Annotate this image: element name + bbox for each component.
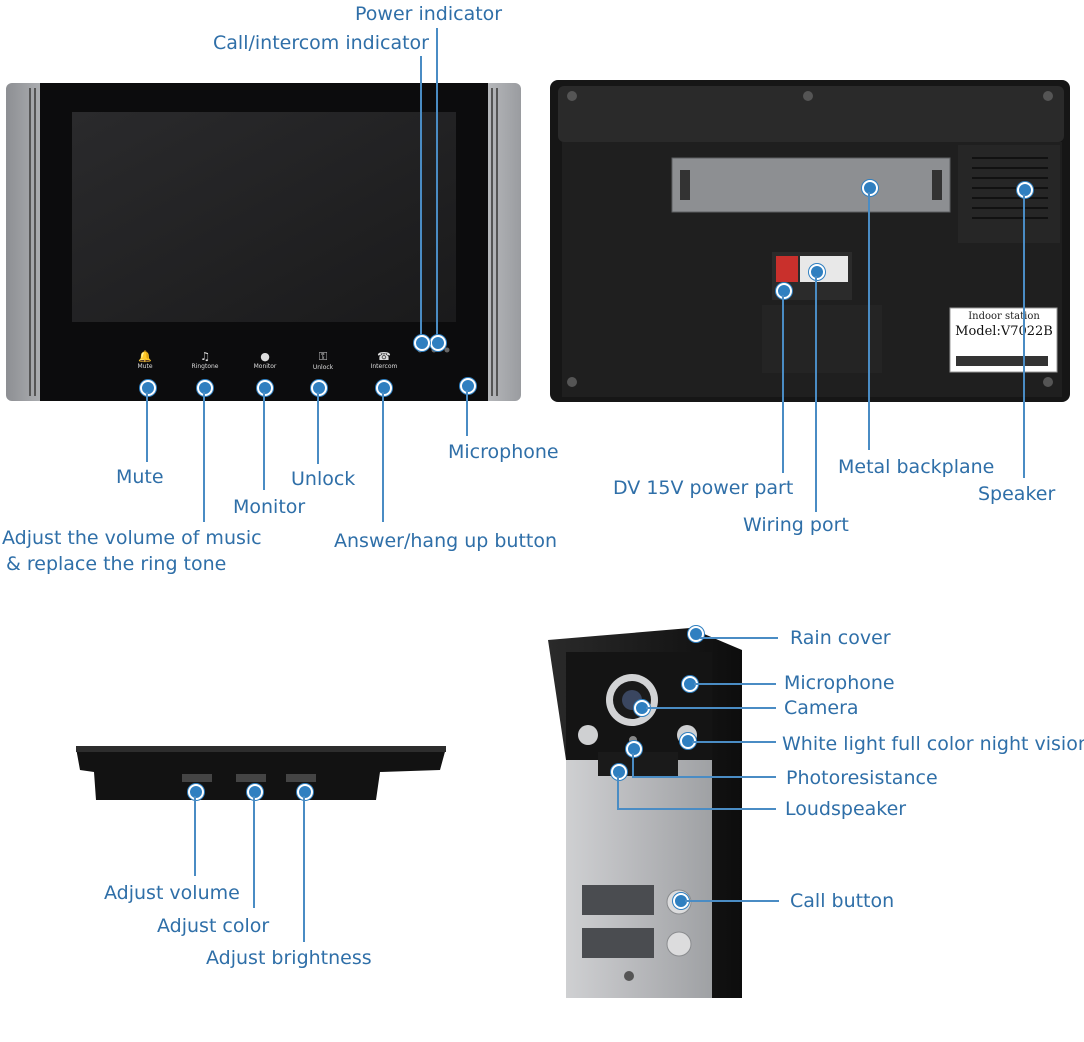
leader-power-port xyxy=(782,295,784,473)
phone-icon: ☎ xyxy=(377,350,391,363)
dot-monitor xyxy=(257,380,273,396)
leader-volume xyxy=(194,796,196,876)
label-microphone-front: Microphone xyxy=(448,441,559,463)
front-monitor xyxy=(6,83,521,401)
front-button-monitor[interactable]: ● Monitor xyxy=(246,350,284,370)
dot-loudspeaker xyxy=(611,764,627,780)
label-photoresistance: Photoresistance xyxy=(786,767,938,789)
label-ringtone-line2: & replace the ring tone xyxy=(6,553,227,575)
leader-brightness xyxy=(303,796,305,942)
label-speaker: Speaker xyxy=(978,483,1056,505)
leader-night-vision xyxy=(692,741,776,743)
lcd-screen xyxy=(72,112,456,322)
leader-call-indicator xyxy=(420,56,422,338)
dot-power-port xyxy=(776,283,792,299)
dot-unlock xyxy=(311,380,327,396)
leader-loudspeaker-h xyxy=(617,808,776,810)
dot-color xyxy=(247,784,263,800)
leader-camera xyxy=(646,707,776,709)
leader-ringtone xyxy=(203,392,205,522)
label-brightness: Adjust brightness xyxy=(206,947,372,969)
leader-microphone-door xyxy=(694,683,776,685)
label-ringtone-line1: Adjust the volume of music xyxy=(2,527,262,549)
music-note-icon: ♫ xyxy=(200,350,210,363)
leader-monitor xyxy=(263,392,265,490)
leader-speaker xyxy=(1023,194,1025,478)
label-power-port: DV 15V power part xyxy=(613,477,794,499)
leader-call-button xyxy=(685,900,779,902)
dot-microphone-front xyxy=(460,378,476,394)
dot-answer xyxy=(376,380,392,396)
dot-ringtone xyxy=(197,380,213,396)
leader-photoresistance-v xyxy=(632,753,634,777)
label-night-vision: White light full color night vision xyxy=(782,733,1084,755)
dot-backplane xyxy=(862,180,878,196)
leader-mute xyxy=(146,392,148,462)
person-icon: ● xyxy=(260,350,270,363)
front-button-mute[interactable]: 🔔 Mute xyxy=(130,350,160,370)
dot-mute xyxy=(140,380,156,396)
leader-rain-cover xyxy=(700,637,778,639)
label-mute: Mute xyxy=(116,466,164,488)
front-button-ringtone[interactable]: ♫ Ringtone xyxy=(186,350,224,370)
leader-power-indicator xyxy=(436,28,438,338)
label-camera: Camera xyxy=(784,697,859,719)
label-monitor: Monitor xyxy=(233,496,306,518)
leader-color xyxy=(253,796,255,908)
dot-power-indicator xyxy=(430,335,446,351)
label-call-indicator: Call/intercom indicator xyxy=(213,32,429,54)
dot-wiring-port xyxy=(809,264,825,280)
label-microphone-door: Microphone xyxy=(784,672,895,694)
front-button-intercom[interactable]: ☎ Intercom xyxy=(364,350,404,370)
dot-volume xyxy=(188,784,204,800)
leader-answer xyxy=(382,392,384,522)
label-call-button: Call button xyxy=(790,890,895,912)
label-backplane: Metal backplane xyxy=(838,456,995,478)
leader-microphone-front xyxy=(466,390,468,436)
label-unlock: Unlock xyxy=(291,468,356,490)
label-wiring-port: Wiring port xyxy=(743,514,849,536)
back-monitor xyxy=(550,80,1070,402)
leader-backplane xyxy=(868,192,870,450)
leader-unlock xyxy=(317,392,319,464)
dot-brightness xyxy=(297,784,313,800)
key-icon: ⚿ xyxy=(318,350,328,363)
dot-rain-cover xyxy=(688,626,704,642)
leader-photoresistance-h xyxy=(632,776,776,778)
bell-icon: 🔔 xyxy=(138,350,152,363)
leader-wiring-port xyxy=(815,276,817,512)
sticker-model: Model:V7022B xyxy=(955,324,1053,339)
label-loudspeaker: Loudspeaker xyxy=(785,798,907,820)
label-rain-cover: Rain cover xyxy=(790,627,891,649)
dot-photoresistance xyxy=(626,741,642,757)
label-volume: Adjust volume xyxy=(104,882,240,904)
front-button-unlock[interactable]: ⚿ Unlock xyxy=(306,350,340,371)
leader-loudspeaker-v xyxy=(617,776,619,809)
side-view-monitor xyxy=(76,746,446,800)
sticker-title: Indoor station xyxy=(968,311,1040,322)
label-color: Adjust color xyxy=(157,915,270,937)
dot-call-indicator xyxy=(414,335,430,351)
label-answer: Answer/hang up button xyxy=(334,530,558,552)
label-power-indicator: Power indicator xyxy=(355,3,503,25)
dot-speaker xyxy=(1017,182,1033,198)
